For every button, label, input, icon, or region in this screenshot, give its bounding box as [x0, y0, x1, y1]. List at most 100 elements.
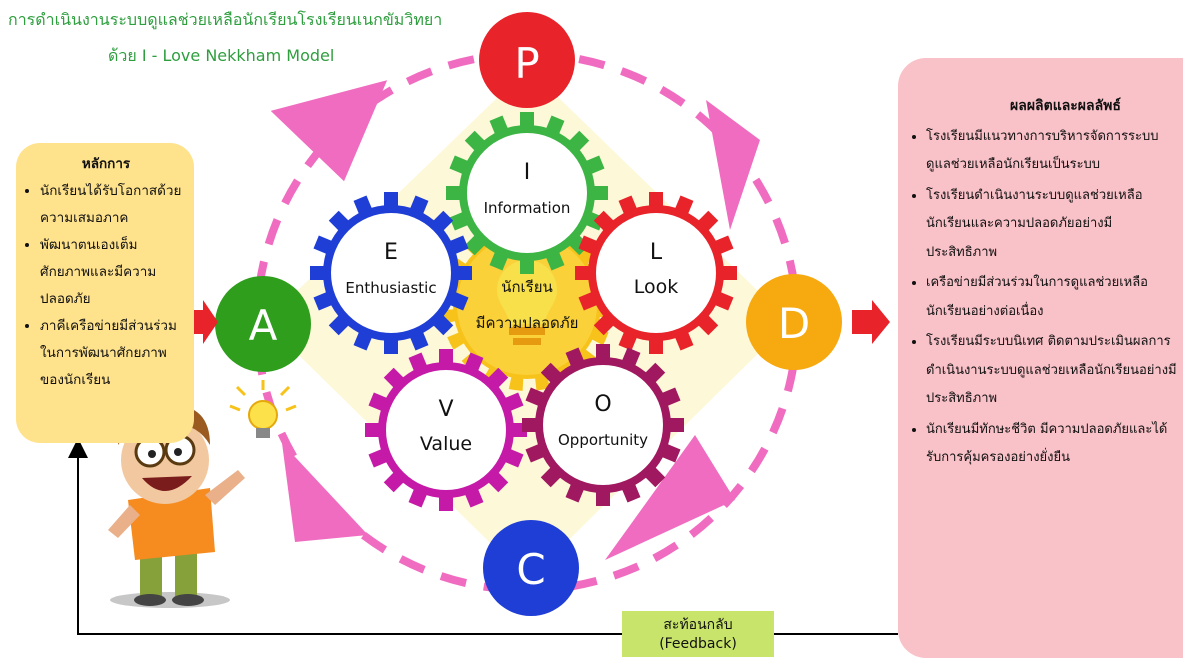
gear-letter: E [384, 240, 398, 265]
gear-tooth [594, 186, 608, 200]
gear-face [331, 213, 451, 333]
feedback-return-line [68, 438, 622, 635]
gear-letter: I [524, 160, 531, 185]
gear-tooth [596, 492, 610, 506]
gear-tooth [384, 340, 398, 354]
gear-tooth [723, 266, 737, 280]
gear-face [543, 365, 663, 485]
list-item: นักเรียนได้รับโอกาสด้วยความเสมอภาค [40, 178, 184, 232]
gear-tooth [649, 340, 663, 354]
gear-tooth [439, 497, 453, 511]
gear-tooth [586, 155, 605, 174]
gear-tooth [575, 266, 589, 280]
gear-face [386, 370, 506, 490]
gear-tooth [465, 352, 484, 371]
gear-tooth [408, 489, 427, 508]
gear-tooth [596, 344, 610, 358]
feedback-label: สะท้อนกลับ [663, 617, 733, 633]
d-circle: D [746, 274, 842, 370]
a-label: A [249, 301, 278, 350]
cycle-arrow-top-left [270, 80, 388, 182]
outputs-heading: ผลผลิตและผลลัพธ์ [1010, 98, 1121, 114]
c-label: C [516, 545, 545, 594]
gear-tooth [458, 266, 472, 280]
gear-word: Opportunity [558, 431, 648, 449]
gear-face [596, 213, 716, 333]
gear-tooth [565, 347, 584, 366]
gear-tooth [408, 352, 427, 371]
gear-tooth [446, 186, 460, 200]
gear-tooth [410, 195, 429, 214]
gear-tooth [505, 392, 524, 411]
list-item: นักเรียนมีทักษะชีวิต มีความปลอดภัยและได้… [926, 416, 1177, 473]
gear-tooth [622, 484, 641, 503]
gear-tooth [450, 292, 469, 311]
gear-tooth [546, 115, 565, 134]
gear-word: Value [420, 433, 472, 455]
gear-tooth [410, 332, 429, 351]
gear-tooth [565, 484, 584, 503]
gear-face [467, 133, 587, 253]
gear-tooth [449, 155, 468, 174]
gear-tooth [313, 292, 332, 311]
gear-tooth [449, 212, 468, 231]
gear-tooth [505, 449, 524, 468]
lightbulb-icon [229, 380, 297, 438]
gear-tooth [439, 349, 453, 363]
feedback-box: สะท้อนกลับ (Feedback) [622, 611, 774, 657]
gear-tooth [649, 192, 663, 206]
gear-tooth [715, 235, 734, 254]
gear-tooth [450, 235, 469, 254]
outputs-box: ผลผลิตและผลลัพธ์ โรงเรียนมีแนวทางการบริห… [898, 58, 1183, 658]
gear-tooth [525, 387, 544, 406]
p-label: P [514, 39, 539, 88]
gear-tooth [670, 418, 684, 432]
gear-tooth [465, 489, 484, 508]
gear-opportunity: O Opportunity [522, 344, 684, 506]
list-item: พัฒนาตนเองเต็มศักยภาพและมีความปลอดภัย [40, 232, 184, 313]
c-circle: C [483, 520, 579, 616]
gear-tooth [313, 235, 332, 254]
center-text-line1: นักเรียน [501, 278, 553, 296]
principles-heading: หลักการ [81, 156, 131, 172]
gear-tooth [520, 112, 534, 126]
gear-tooth [578, 235, 597, 254]
gear-tooth [715, 292, 734, 311]
diagram-subtitle: ด้วย I - Love Nekkham Model [108, 46, 335, 65]
feedback-label-en: (Feedback) [659, 636, 737, 652]
gear-letter: O [594, 392, 611, 417]
gear-tooth [365, 423, 379, 437]
cycle-arrow-top-right [706, 100, 760, 230]
list-item: โรงเรียนดำเนินงานระบบดูแลช่วยเหลือนักเรี… [926, 182, 1177, 268]
gear-tooth [622, 347, 641, 366]
gear-word: Enthusiastic [345, 279, 436, 297]
gear-tooth [662, 387, 681, 406]
gear-enthusiastic: E Enthusiastic [310, 192, 472, 354]
gear-tooth [618, 332, 637, 351]
arrow-right-icon-output [852, 300, 890, 344]
gear-word: Information [484, 199, 571, 217]
list-item: โรงเรียนมีระบบนิเทศ ติดตามประเมินผลการดำ… [926, 328, 1177, 414]
principles-list: นักเรียนได้รับโอกาสด้วยความเสมอภาค พัฒนา… [28, 178, 184, 394]
gear-tooth [353, 195, 372, 214]
gear-tooth [489, 252, 508, 271]
cycle-arrow-bottom-left [282, 443, 368, 542]
gear-tooth [662, 444, 681, 463]
diagram-title: การดำเนินงานระบบดูแลช่วยเหลือนักเรียนโรง… [8, 10, 443, 29]
gear-tooth [546, 252, 565, 271]
d-label: D [778, 299, 810, 348]
list-item: เครือข่ายมีส่วนร่วมในการดูแลช่วยเหลือนัก… [926, 269, 1177, 326]
gear-tooth [520, 260, 534, 274]
gear-tooth [618, 195, 637, 214]
gear-tooth [384, 192, 398, 206]
gear-tooth [368, 449, 387, 468]
lightbulb-icon [497, 260, 557, 324]
gear-tooth [522, 418, 536, 432]
center-text-line2: มีความปลอดภัย [476, 314, 579, 332]
p-circle: P [479, 12, 575, 108]
gear-tooth [489, 115, 508, 134]
